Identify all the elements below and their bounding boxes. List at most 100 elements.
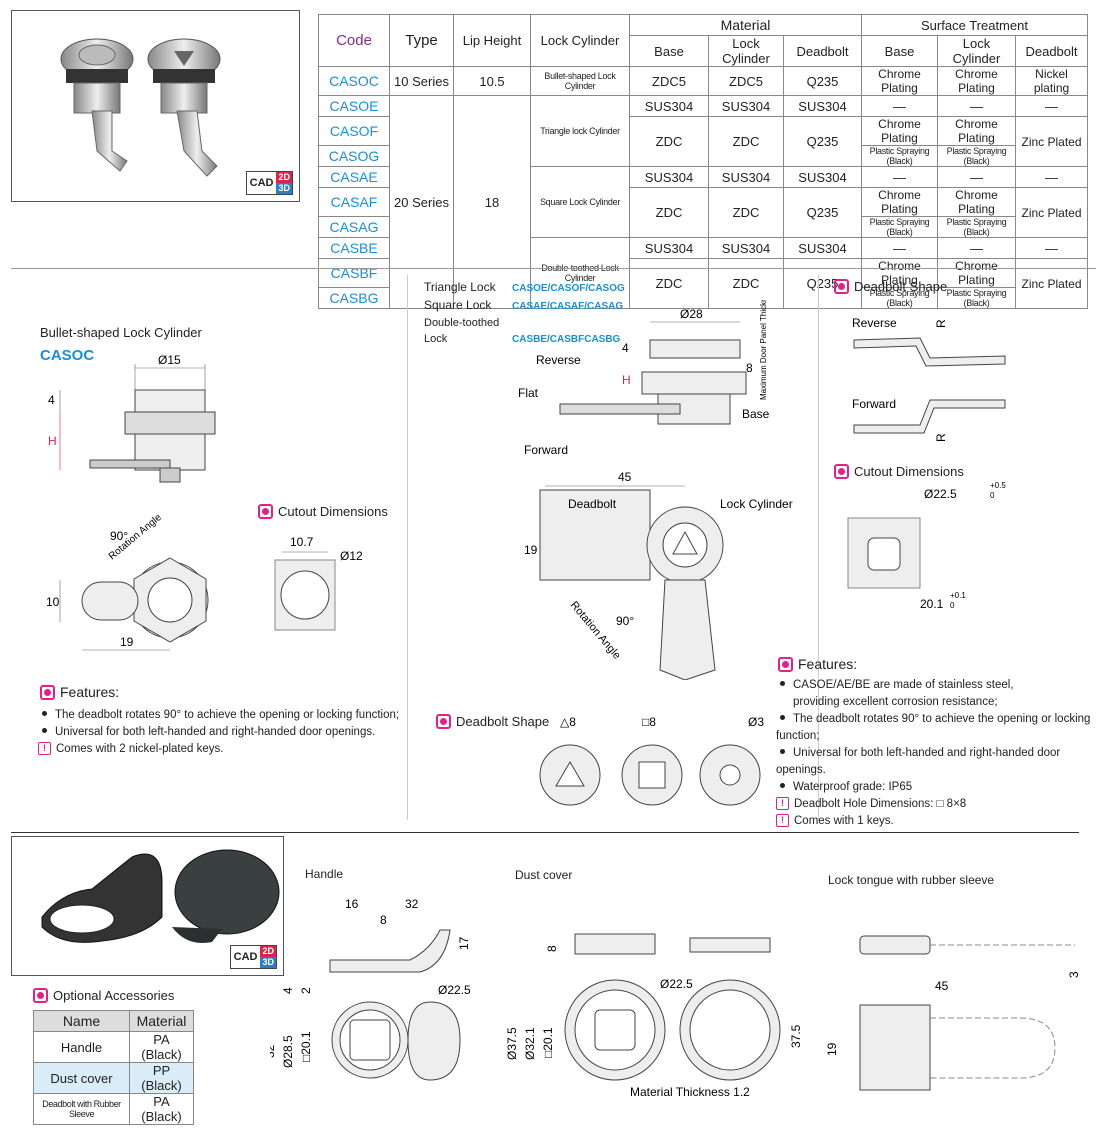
section-mark-icon xyxy=(436,714,451,729)
cut-d201: 20.1 xyxy=(920,597,944,611)
cad-3d: 3D xyxy=(260,957,276,968)
cad-2d: 2D xyxy=(276,172,292,183)
mat-cell: ZDC5 xyxy=(629,66,709,96)
dim-8: 8 xyxy=(545,945,559,952)
surf-cell: Plastic Spraying (Black) xyxy=(861,287,938,309)
cad-label: CAD xyxy=(249,177,274,189)
spec-table: Code Type Lip Height Lock Cylinder Mater… xyxy=(318,14,1088,309)
tongue-drawing: 3 45 19 xyxy=(825,935,1081,1091)
surf-cell: Chrome Plating xyxy=(861,116,938,146)
accessory-photo-image xyxy=(41,849,280,943)
hdr-s-lockcyl: Lock Cylinder xyxy=(937,35,1016,67)
cyl-cell: Triangle lock Cylinder xyxy=(530,95,630,167)
code-cell: CASOF xyxy=(318,116,390,146)
dim-h4: 4 xyxy=(622,341,629,355)
code-cell: CASAG xyxy=(318,216,390,238)
mat-cell: SUS304 xyxy=(783,237,862,259)
feature-note: !Comes with 1 keys. xyxy=(776,813,1110,830)
acc-hdr: Name xyxy=(33,1010,130,1032)
shape-d3: Ø3 xyxy=(748,715,764,729)
surf-cell: — xyxy=(937,95,1016,117)
divider xyxy=(11,268,1096,269)
dim-d375: Ø37.5 xyxy=(505,1027,519,1060)
right-cutout-heading: Cutout Dimensions xyxy=(834,464,964,479)
section-mark-icon xyxy=(40,684,55,700)
dim-d225: Ø22.5 xyxy=(438,983,471,997)
mat-cell: SUS304 xyxy=(708,237,784,259)
mat-cell: ZDC xyxy=(629,258,709,309)
right-features-title: Features: xyxy=(798,656,858,672)
feature-note: !Deadbolt Hole Dimensions: □ 8×8 xyxy=(776,796,1110,813)
cad-2d: 2D xyxy=(260,946,276,957)
right-features-heading: Features: xyxy=(778,656,857,672)
dim-d321: Ø32.1 xyxy=(523,1027,537,1060)
hdr-base: Base xyxy=(629,35,709,67)
code-cell: CASAF xyxy=(318,187,390,217)
dim-375b: 37.5 xyxy=(789,1024,803,1048)
surf-cell: — xyxy=(861,95,938,117)
code-cell: CASBE xyxy=(318,237,390,259)
dim-10: 10 xyxy=(46,595,60,609)
mid-shape-heading: Deadbolt Shape xyxy=(436,714,549,729)
tongue-title: Lock tongue with rubber sleeve xyxy=(828,873,995,887)
accessories-title: Optional Accessories xyxy=(53,988,175,1003)
flat-label: Flat xyxy=(518,386,539,400)
right-features-list: CASOE/AE/BE are made of stainless steel,… xyxy=(776,677,1110,830)
code-cell: CASBF xyxy=(318,258,390,288)
dim-H: H xyxy=(48,434,57,448)
acc-name: Deadbolt with Rubber Sleeve xyxy=(33,1093,130,1125)
mat-cell: Q235 xyxy=(783,187,862,238)
cutout-drawing: 10.7 Ø12 xyxy=(274,535,363,631)
shape-sq: □8 xyxy=(642,715,656,729)
surf-cell: — xyxy=(1015,166,1088,188)
cut-w: 10.7 xyxy=(290,535,314,549)
tol-zero: 0 xyxy=(990,491,995,500)
surf-cell: Zinc Plated xyxy=(1015,116,1088,167)
surf-cell: Chrome Plating xyxy=(937,187,1016,217)
r-label: R xyxy=(934,319,948,328)
cut-d225: Ø22.5 xyxy=(924,487,957,501)
surf-cell: — xyxy=(861,237,938,259)
mat-cell: SUS304 xyxy=(629,95,709,117)
type-cell: 20 Series xyxy=(389,95,454,309)
mid-shape-title: Deadbolt Shape xyxy=(456,714,550,729)
code-cell: CASOG xyxy=(318,145,390,167)
feature-item: The deadbolt rotates 90° to achieve the … xyxy=(776,713,1091,742)
forward-label: Forward xyxy=(852,397,896,411)
section-mark-icon xyxy=(834,464,849,479)
hdr-deadbolt: Deadbolt xyxy=(783,35,862,67)
dim-8: 8 xyxy=(380,913,387,927)
exclamation-icon: ! xyxy=(776,797,789,811)
cut-d: Ø12 xyxy=(340,549,363,563)
dim-17: 17 xyxy=(457,936,471,950)
mat-cell: ZDC xyxy=(708,116,784,167)
lip-cell: 10.5 xyxy=(453,66,531,96)
tol-zero: 0 xyxy=(950,601,955,610)
dim-45: 45 xyxy=(618,470,632,484)
surf-cell: Chrome Plating xyxy=(937,66,1016,96)
divider xyxy=(407,275,408,820)
dim-19: 19 xyxy=(524,543,538,557)
feature-item: providing excellent corrosion resistance… xyxy=(793,696,998,708)
mat-cell: SUS304 xyxy=(783,95,862,117)
deadbolt-profile-drawing: Reverse Forward R R xyxy=(852,316,1006,442)
acc-mat: PA (Black) xyxy=(129,1031,194,1063)
section-mark-icon xyxy=(258,504,273,519)
surf-cell: — xyxy=(937,166,1016,188)
exclamation-icon: ! xyxy=(38,742,51,756)
dim-2: 2 xyxy=(299,987,313,994)
feature-item: CASOE/AE/BE are made of stainless steel, xyxy=(776,677,1110,694)
surf-cell: Chrome Plating xyxy=(861,66,938,96)
hdr-material: Material xyxy=(629,14,862,36)
surf-cell: Plastic Spraying (Black) xyxy=(937,145,1016,167)
dim-angle: 90° xyxy=(616,614,634,628)
r-label: R xyxy=(934,433,948,442)
hdr-code: Code xyxy=(318,14,390,67)
acc-mat: PP (Black) xyxy=(129,1062,194,1094)
dim-d28: Ø28 xyxy=(680,307,703,321)
